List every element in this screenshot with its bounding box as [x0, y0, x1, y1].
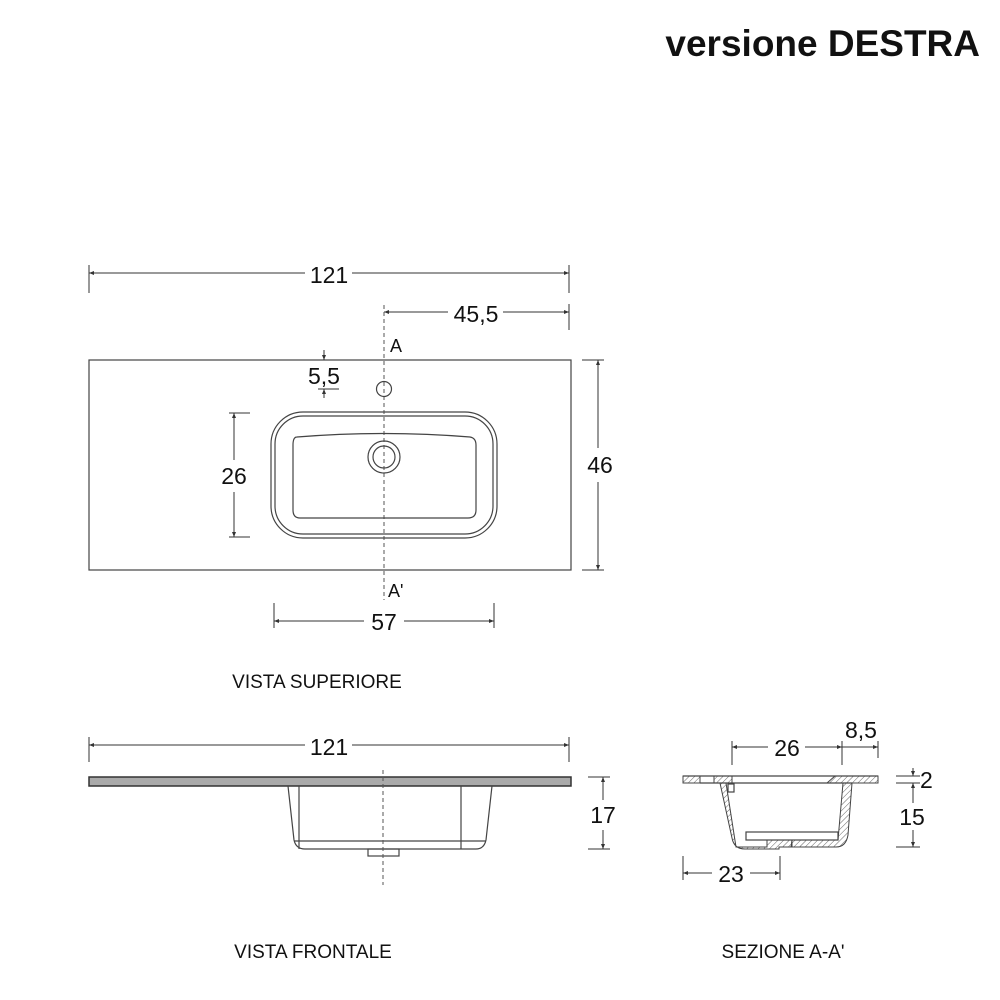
top-view-label: VISTA SUPERIORE [232, 672, 402, 693]
dim-section-back: 8,5 [845, 717, 877, 743]
dim-front-width: 121 [310, 734, 348, 760]
dim-basin-depth: 26 [221, 463, 247, 489]
section-view-label: SEZIONE A-A' [722, 942, 845, 963]
dim-tap-from-edge: 5,5 [308, 363, 340, 389]
section-label-a: A [390, 336, 402, 356]
section-label-a-prime: A' [388, 581, 403, 601]
dim-section-slab: 2 [920, 767, 933, 793]
basin-inner [292, 432, 477, 519]
drain-inner [372, 445, 396, 469]
dim-tap-offset: 45,5 [454, 301, 499, 327]
top-view: 121 45,5 A A' 5,5 26 46 57 VISTA SUPERIO… [88, 262, 613, 693]
dim-section-height: 15 [899, 804, 925, 830]
dim-depth: 46 [587, 452, 613, 478]
slab-front [88, 776, 572, 787]
drawing-title: versione DESTRA [665, 23, 980, 64]
dim-front-height: 17 [590, 802, 616, 828]
countertop-outline [88, 359, 572, 571]
drain-outer [367, 440, 401, 474]
basin-outer [270, 411, 498, 539]
tap-hole [375, 380, 393, 398]
dim-section-basin: 26 [774, 735, 800, 761]
section-view: 26 8,5 2 15 23 SEZIONE A-A' [682, 717, 933, 963]
front-view-label: VISTA FRONTALE [234, 942, 392, 963]
dim-top-width: 121 [310, 262, 348, 288]
section-hatch [682, 775, 879, 850]
front-view: 121 17 VISTA FRONTALE [88, 734, 616, 963]
dim-section-drain: 23 [718, 861, 744, 887]
dim-basin-width: 57 [371, 609, 397, 635]
